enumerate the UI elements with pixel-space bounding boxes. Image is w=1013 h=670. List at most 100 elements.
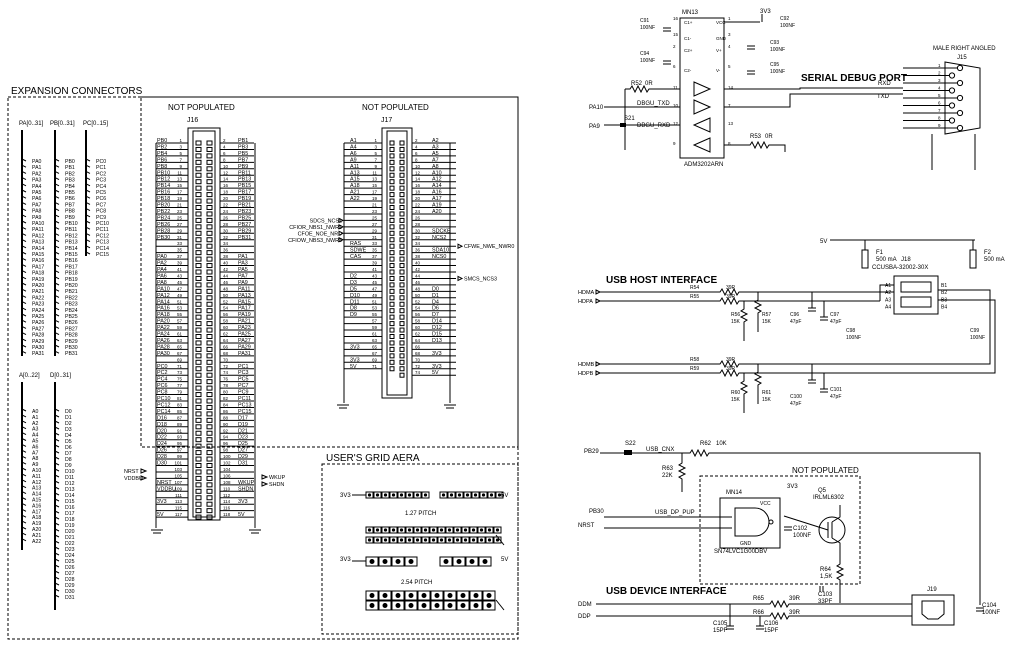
j17-right-signal: A17 xyxy=(432,196,442,202)
j16-left-signal: PB12 xyxy=(157,177,170,183)
bus-tap xyxy=(54,239,60,243)
j17-pin-pad xyxy=(389,217,395,223)
j17-pin-pad xyxy=(399,153,405,159)
mn13-pin-number: 6 xyxy=(673,64,676,69)
j16-pin-number: 5 xyxy=(179,151,182,156)
usb-host-cap-value: 47pF xyxy=(790,319,801,325)
q5-mosfet xyxy=(818,516,846,544)
bus-tap xyxy=(85,220,91,224)
expansion-title: EXPANSION CONNECTORS xyxy=(11,86,143,97)
bus-tap xyxy=(54,486,60,490)
j16-pin-pad xyxy=(195,256,202,262)
bus-tap xyxy=(54,350,60,354)
bus-pin-label: PC7 xyxy=(96,202,106,208)
j16-pin-pad xyxy=(206,430,213,436)
j16-pin-pad xyxy=(195,192,202,198)
j16-pin-pad xyxy=(206,501,213,507)
j16-pin-pad xyxy=(195,237,202,243)
bus-pin-label: PA2 xyxy=(32,171,42,177)
bus-pin-label: PA3 xyxy=(32,178,42,184)
grid-hole xyxy=(382,559,388,564)
j16-pin-number: 69 xyxy=(177,357,183,362)
rxd-wire xyxy=(724,87,903,90)
j17-right-signal: D14 xyxy=(432,319,442,325)
j17-pin-number: 44 xyxy=(415,273,421,278)
bus-tap xyxy=(21,502,27,506)
j17-pin-number: 70 xyxy=(415,357,421,362)
j16-right-signal: PA15 xyxy=(238,299,251,305)
j17-pin-number: 65 xyxy=(372,344,378,349)
grid-pad xyxy=(378,556,392,567)
j16-right-signal: PA25 xyxy=(238,332,251,338)
j16-right-signal: PA3 xyxy=(238,261,248,267)
j17-pin-number: 74 xyxy=(415,370,421,375)
j16-pin-number: 99 xyxy=(177,454,183,459)
j16-pin-pad xyxy=(206,359,213,365)
r64-resistor xyxy=(835,560,845,603)
grid-pad xyxy=(429,536,438,544)
j16-left-signal: PB28 xyxy=(157,228,170,234)
j17-left-signal: A21 xyxy=(350,190,360,196)
bus-pin-label: PB13 xyxy=(65,240,78,246)
j16-left-signal: PB14 xyxy=(157,183,170,189)
c104-label: C104 xyxy=(982,603,997,609)
j17-pin-pad xyxy=(399,314,405,320)
bus-pin-label: PA20 xyxy=(32,283,44,289)
mn13-pin-number: 12 xyxy=(673,121,679,126)
j17-right-signal: A14 xyxy=(432,183,442,189)
bus-pin-label: D23 xyxy=(65,547,75,553)
bus-pin-label: A5 xyxy=(32,439,38,445)
bus-tap xyxy=(54,564,60,568)
usb-device-section: USB DEVICE INTERFACE PB29 S22 USB_CNX R6… xyxy=(578,441,1000,634)
grid-hole xyxy=(463,528,468,532)
bus-pin-label: PC9 xyxy=(96,215,106,221)
j16-pin-number: 13 xyxy=(177,177,183,182)
bus-pin-label: D0 xyxy=(65,409,72,415)
j16-right-signal: PA11 xyxy=(238,286,250,292)
dbgu-rxd-label: DBGU_RXD xyxy=(637,123,671,129)
j16-pin-number: 17 xyxy=(177,190,183,195)
mn14-body xyxy=(719,497,781,549)
j17-pin-pad xyxy=(399,250,405,256)
mn13-pin-name: V+ xyxy=(716,48,722,53)
bus-pin-label: PB23 xyxy=(65,302,78,308)
grid-pad xyxy=(443,590,457,601)
grid-pad xyxy=(477,526,486,534)
j17-pin-number: 6 xyxy=(415,151,418,156)
j16-pin-number: 87 xyxy=(177,415,183,420)
j16-pin-pad xyxy=(195,463,202,468)
bus-pc-pins: PC0PC1PC2PC3PC4PC5PC6PC7PC8PC9PC10PC11PC… xyxy=(85,158,109,258)
j17-right-signal: A5 xyxy=(432,151,439,157)
bus-tap xyxy=(21,294,27,298)
j17-pin-number: 18 xyxy=(415,190,421,195)
j16-right-signal: PA1 xyxy=(238,254,248,260)
grid-hole xyxy=(447,593,453,598)
usb-host-cap-label: C100 xyxy=(790,394,802,400)
usb-pulldown-resistor xyxy=(739,301,749,341)
j17-pin-pad xyxy=(399,185,405,191)
bus-pin-label: PB18 xyxy=(65,271,78,277)
j16-pin-pad xyxy=(206,463,213,468)
bus-pin-label: PA29 xyxy=(32,339,44,345)
j17-pin-pad xyxy=(389,263,395,269)
j16-pin-pad xyxy=(195,334,202,339)
bus-pin-label: PA14 xyxy=(32,246,44,252)
j15-pin xyxy=(956,64,964,72)
j17-left-signal: A22 xyxy=(350,196,360,202)
j17-label: J17 xyxy=(381,117,392,124)
mn13-pin-number: 8 xyxy=(728,141,731,146)
usb-host-cap-label: C99 xyxy=(970,328,979,334)
bus-pin-label: D2 xyxy=(65,421,72,427)
j16-right-signal: PB21 xyxy=(238,203,251,209)
j16-pin-number: 2 xyxy=(223,138,226,143)
j17-right-signal: D7 xyxy=(432,312,439,318)
bus-pin-label: D1 xyxy=(65,415,72,421)
j16-right-signal: PB13 xyxy=(238,177,251,183)
bus-pin-label: PA23 xyxy=(32,302,44,308)
j16-left-signal: PA30 xyxy=(157,351,170,357)
j17-pin-number: 29 xyxy=(372,228,378,233)
j17-body xyxy=(381,127,413,399)
j16-pin-number: 107 xyxy=(174,480,182,485)
bus-pin-label: A8 xyxy=(32,456,38,462)
j16-right-signal: PC9 xyxy=(238,390,249,396)
